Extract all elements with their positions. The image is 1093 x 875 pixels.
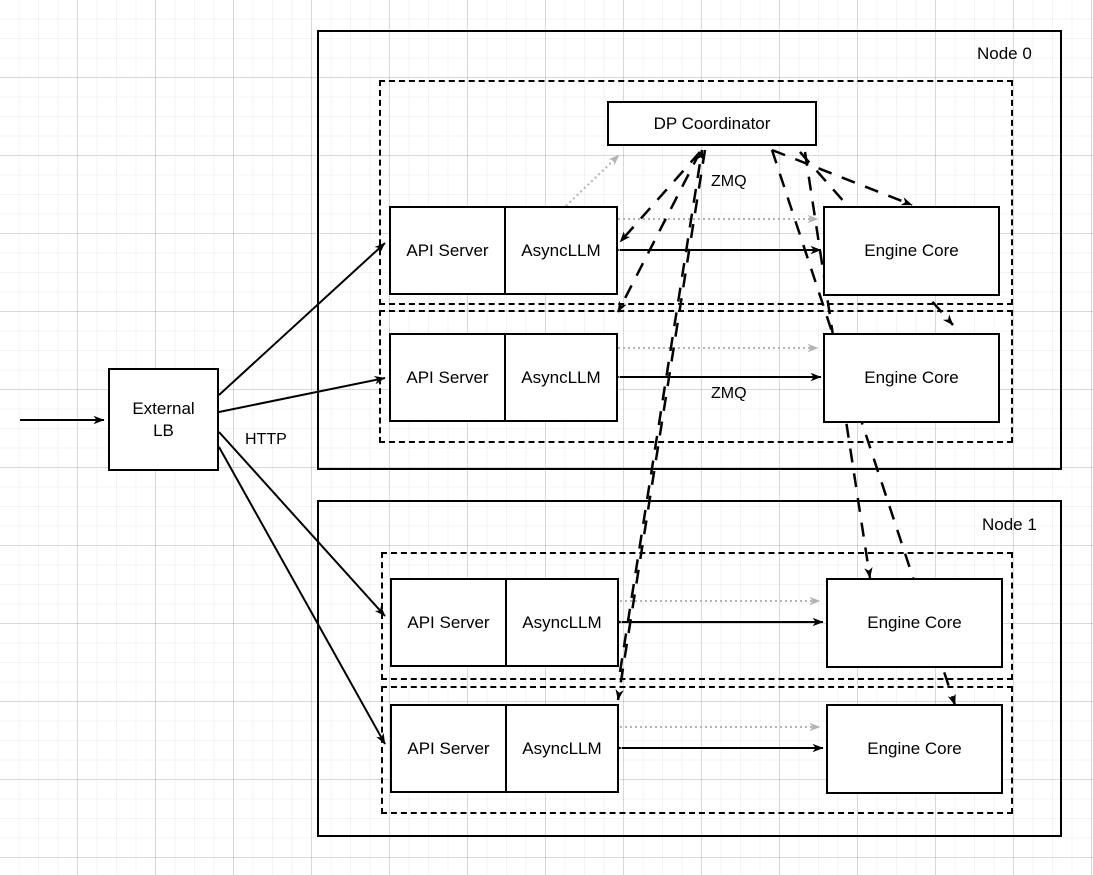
- engine-core-label: Engine Core: [864, 368, 959, 388]
- api-server-group-node0-rank0[interactable]: API Server AsyncLLM: [389, 206, 618, 295]
- api-server-node1-rank1[interactable]: API Server: [392, 706, 507, 791]
- engine-core-label: Engine Core: [864, 241, 959, 261]
- dp-rank-group-node0-rank0: [379, 80, 1013, 305]
- external-lb-box[interactable]: External LB: [108, 368, 219, 471]
- api-server-label: API Server: [407, 612, 490, 632]
- api-server-node0-rank0[interactable]: API Server: [391, 208, 506, 293]
- dp-rank-group-node1-rank1: [381, 686, 1013, 814]
- zmq-label-node0-rank1: ZMQ: [711, 385, 747, 402]
- api-server-label: API Server: [407, 738, 490, 758]
- async-llm-label: AsyncLLM: [521, 367, 601, 387]
- async-llm-label: AsyncLLM: [522, 738, 602, 758]
- api-server-node1-rank0[interactable]: API Server: [392, 580, 507, 665]
- dp-rank-group-node0-rank1: [379, 310, 1013, 443]
- async-llm-label: AsyncLLM: [521, 240, 601, 260]
- dp-coordinator-label: DP Coordinator: [653, 113, 771, 133]
- async-llm-node0-rank0[interactable]: AsyncLLM: [506, 208, 616, 293]
- engine-core-node0-rank0[interactable]: Engine Core: [823, 206, 1000, 296]
- async-llm-node1-rank0[interactable]: AsyncLLM: [507, 580, 617, 665]
- async-llm-label: AsyncLLM: [522, 612, 602, 632]
- http-label: HTTP: [245, 431, 287, 448]
- api-server-label: API Server: [406, 240, 489, 260]
- api-server-group-node1-rank0[interactable]: API Server AsyncLLM: [390, 578, 619, 667]
- dp-rank-group-node1-rank0: [381, 552, 1013, 680]
- node-label-node0: Node 0: [977, 44, 1032, 63]
- zmq-label-node0-rank0: ZMQ: [711, 173, 747, 190]
- external-lb-label-line1: External: [132, 399, 195, 419]
- api-server-node0-rank1[interactable]: API Server: [391, 335, 506, 420]
- api-server-group-node0-rank1[interactable]: API Server AsyncLLM: [389, 333, 618, 422]
- external-lb-label-line2: LB: [153, 420, 174, 440]
- api-server-label: API Server: [406, 367, 489, 387]
- node-frame-node0: [317, 30, 1062, 470]
- engine-core-node1-rank1[interactable]: Engine Core: [826, 704, 1003, 794]
- engine-core-node0-rank1[interactable]: Engine Core: [823, 333, 1000, 423]
- engine-core-node1-rank0[interactable]: Engine Core: [826, 578, 1003, 668]
- engine-core-label: Engine Core: [867, 613, 962, 633]
- node-label-node1: Node 1: [982, 515, 1037, 534]
- api-server-group-node1-rank1[interactable]: API Server AsyncLLM: [390, 704, 619, 793]
- async-llm-node0-rank1[interactable]: AsyncLLM: [506, 335, 616, 420]
- node-frame-node1: [317, 500, 1062, 837]
- engine-core-label: Engine Core: [867, 739, 962, 759]
- dp-coordinator-box[interactable]: DP Coordinator: [607, 101, 817, 146]
- async-llm-node1-rank1[interactable]: AsyncLLM: [507, 706, 617, 791]
